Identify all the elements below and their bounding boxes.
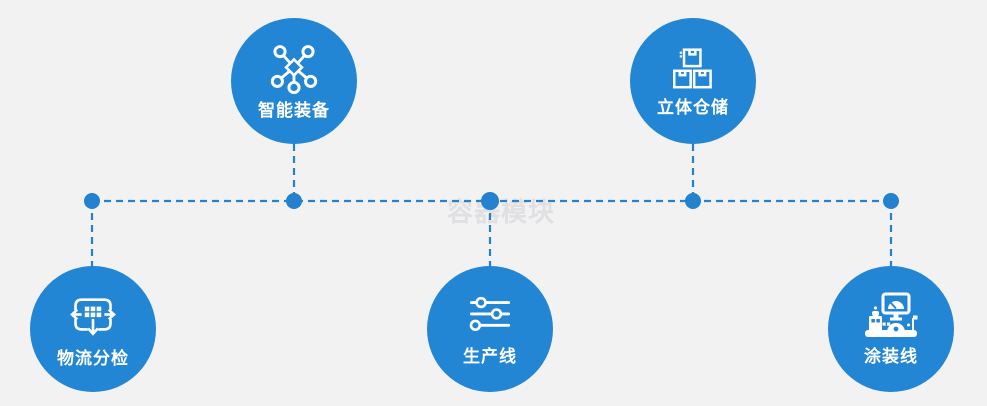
stacked-boxes-icon: [673, 48, 712, 89]
painting-machine-icon: [865, 292, 918, 337]
diagram-node-smart-equipment: 智能装备: [231, 18, 357, 144]
diagram-node-painting-line: 涂装线: [828, 266, 954, 392]
sort-arrows-icon: [70, 298, 116, 336]
node-label: 物流分检: [57, 349, 129, 369]
diagram-node-production-line: 生产线: [427, 266, 553, 392]
node-label: 智能装备: [258, 101, 330, 121]
node-label: 立体仓储: [657, 98, 729, 118]
diagram-node-stereo-warehouse: 立体仓储: [630, 18, 756, 144]
network-nodes-icon: [270, 45, 318, 95]
node-label: 涂装线: [864, 347, 918, 367]
diagram-node-logistics-sorting: 物流分检: [30, 266, 156, 392]
watermark-text: 容器模块: [447, 198, 556, 228]
sliders-icon: [469, 296, 511, 331]
node-label: 生产线: [463, 347, 517, 367]
